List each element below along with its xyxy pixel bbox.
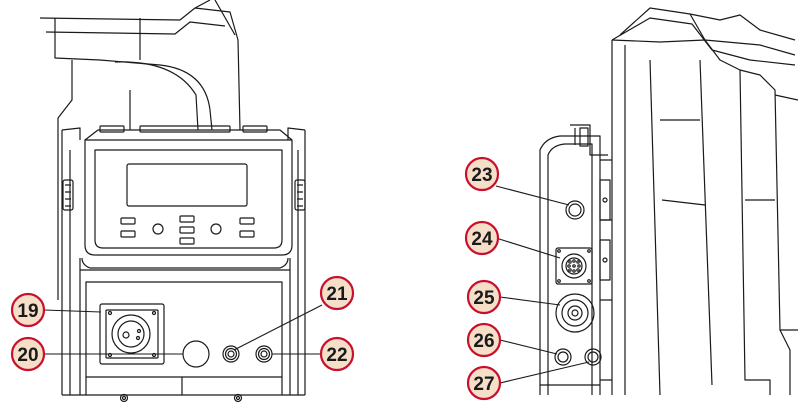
leader-21 [233, 304, 323, 351]
callout-ring [466, 365, 502, 401]
panel-button [239, 230, 255, 238]
panel-button [239, 217, 255, 225]
callout-ring [466, 279, 502, 315]
panel-button [179, 237, 195, 245]
side-body [611, 40, 626, 395]
panel-button [120, 217, 136, 225]
rear-panel [539, 135, 612, 395]
callout-21: 21 [319, 275, 355, 311]
side-vent-left [62, 179, 74, 211]
callouts: 19 20 21 22 23 24 25 26 [10, 156, 502, 401]
panel-button [179, 226, 195, 234]
power-connector [555, 293, 595, 333]
callout-22: 22 [319, 336, 355, 372]
callout-label: 27 [473, 374, 494, 395]
callout-ring [319, 275, 355, 311]
front-view [39, 0, 306, 403]
leader-27 [499, 361, 590, 384]
connector-plate [85, 281, 283, 378]
panel-screw [119, 393, 129, 403]
callout-label: 22 [326, 345, 347, 366]
carry-handle [39, 0, 241, 300]
control-panel [84, 139, 293, 256]
panel-button [120, 230, 136, 238]
leader-24 [495, 237, 561, 259]
coupling-27 [584, 348, 602, 366]
control-socket [555, 247, 593, 285]
callout-label: 21 [326, 284, 348, 305]
panel-button [179, 215, 195, 223]
blanking-plug [182, 340, 210, 368]
callout-20: 20 [10, 336, 46, 372]
panel-screw [233, 393, 243, 403]
leader-lines [43, 185, 590, 384]
callout-ring [319, 336, 355, 372]
callout-label: 20 [17, 345, 38, 366]
callout-ring [466, 322, 502, 358]
callout-24: 24 [464, 220, 500, 256]
panel-knob [152, 223, 164, 235]
callout-ring [10, 336, 46, 372]
callout-label: 25 [473, 288, 495, 309]
panel-knob [210, 223, 222, 235]
leader-19 [43, 309, 102, 313]
gas-inlet-fitting [565, 200, 585, 220]
callout-ring [464, 220, 500, 256]
callout-label: 23 [471, 165, 492, 186]
leader-25 [499, 296, 561, 306]
leader-26 [499, 339, 558, 355]
coupling-26 [554, 348, 572, 366]
leader-23 [495, 185, 570, 206]
side-view [539, 7, 798, 396]
display-screen [126, 163, 248, 207]
callout-ring [464, 156, 500, 192]
side-vent-right [294, 179, 306, 211]
euro-torch-connector [99, 303, 165, 365]
callout-label: 24 [471, 229, 493, 250]
callout-26: 26 [466, 322, 502, 358]
coupling-22 [255, 345, 273, 363]
callout-label: 19 [17, 301, 38, 322]
callout-27: 27 [466, 365, 502, 401]
callout-23: 23 [464, 156, 500, 192]
cabinet-outline [61, 130, 306, 396]
callout-label: 26 [473, 331, 494, 352]
coupling-21 [222, 345, 240, 363]
callout-25: 25 [466, 279, 502, 315]
callout-ring [10, 292, 46, 328]
callout-19: 19 [10, 292, 46, 328]
